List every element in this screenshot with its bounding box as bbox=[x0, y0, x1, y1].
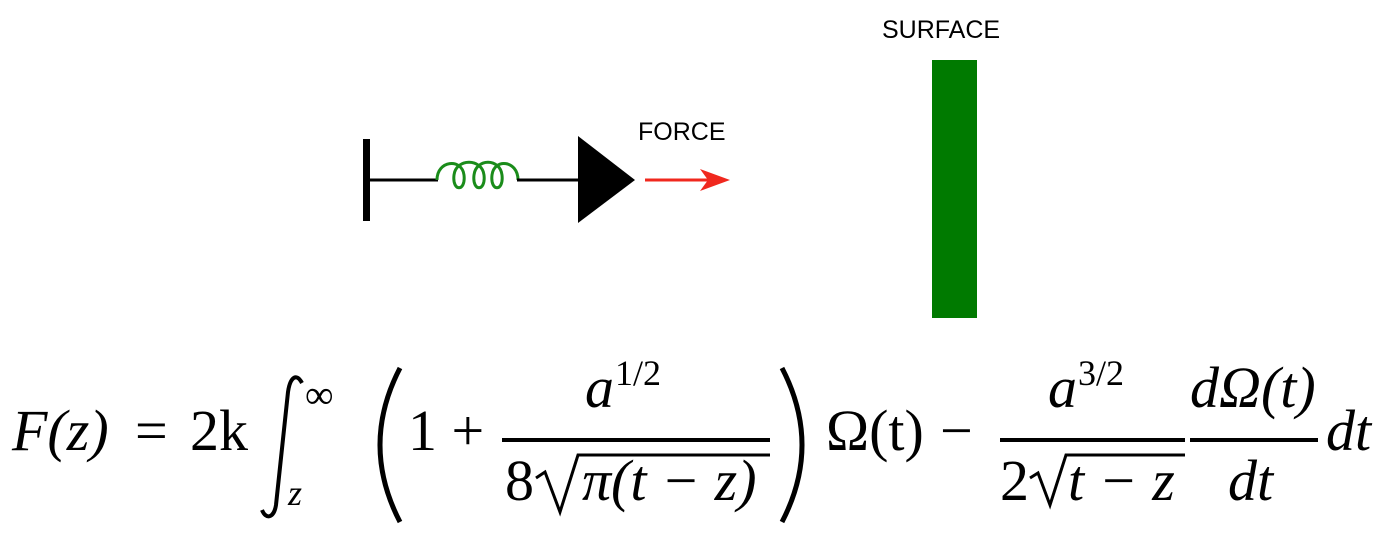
frac1-den-coef: 8 bbox=[505, 448, 534, 513]
surface-block bbox=[932, 60, 977, 318]
force-equation: F(z) = 2k ∞ z 1 + a 1/2 8 π(t − z) Ω(t) … bbox=[11, 353, 1373, 524]
frac3-num: dΩ(t) bbox=[1190, 355, 1316, 420]
right-paren bbox=[779, 366, 805, 524]
frac2-den-coef: 2 bbox=[1000, 448, 1029, 513]
frac1-den-radicand: π(t − z) bbox=[582, 448, 757, 513]
integral-sign bbox=[260, 375, 304, 519]
frac3-bar bbox=[1190, 438, 1318, 442]
probe-tip-triangle bbox=[578, 136, 635, 223]
force-label: FORCE bbox=[638, 118, 726, 146]
eq-minus: − bbox=[940, 398, 973, 463]
integral-upper: ∞ bbox=[305, 372, 334, 417]
eq-one-plus: 1 + bbox=[408, 398, 484, 463]
sqrt-sign-2 bbox=[1029, 453, 1185, 510]
fixed-wall bbox=[363, 139, 370, 221]
eq-lhs: F(z) bbox=[11, 398, 109, 463]
frac2-bar bbox=[1000, 438, 1185, 442]
eq-equals: = bbox=[135, 398, 168, 463]
frac1-bar bbox=[502, 438, 770, 442]
eq-coef: 2k bbox=[190, 398, 248, 463]
frac1-num-exp: 1/2 bbox=[615, 353, 661, 393]
frac2-num-exp: 3/2 bbox=[1078, 353, 1124, 393]
frac1-num-base: a bbox=[585, 355, 614, 420]
frac2-num-base: a bbox=[1048, 355, 1077, 420]
force-arrow-icon bbox=[645, 169, 730, 191]
sqrt-sign-1 bbox=[535, 453, 770, 517]
left-paren bbox=[377, 366, 403, 524]
frac3-den: dt bbox=[1228, 448, 1275, 513]
eq-omega-t: Ω(t) bbox=[826, 398, 924, 463]
integral-lower: z bbox=[287, 473, 302, 513]
spring-icon bbox=[435, 160, 520, 190]
eq-differential: dt bbox=[1326, 398, 1373, 463]
frac2-den-radicand: t − z bbox=[1068, 448, 1175, 513]
surface-label: SURFACE bbox=[882, 16, 1000, 44]
